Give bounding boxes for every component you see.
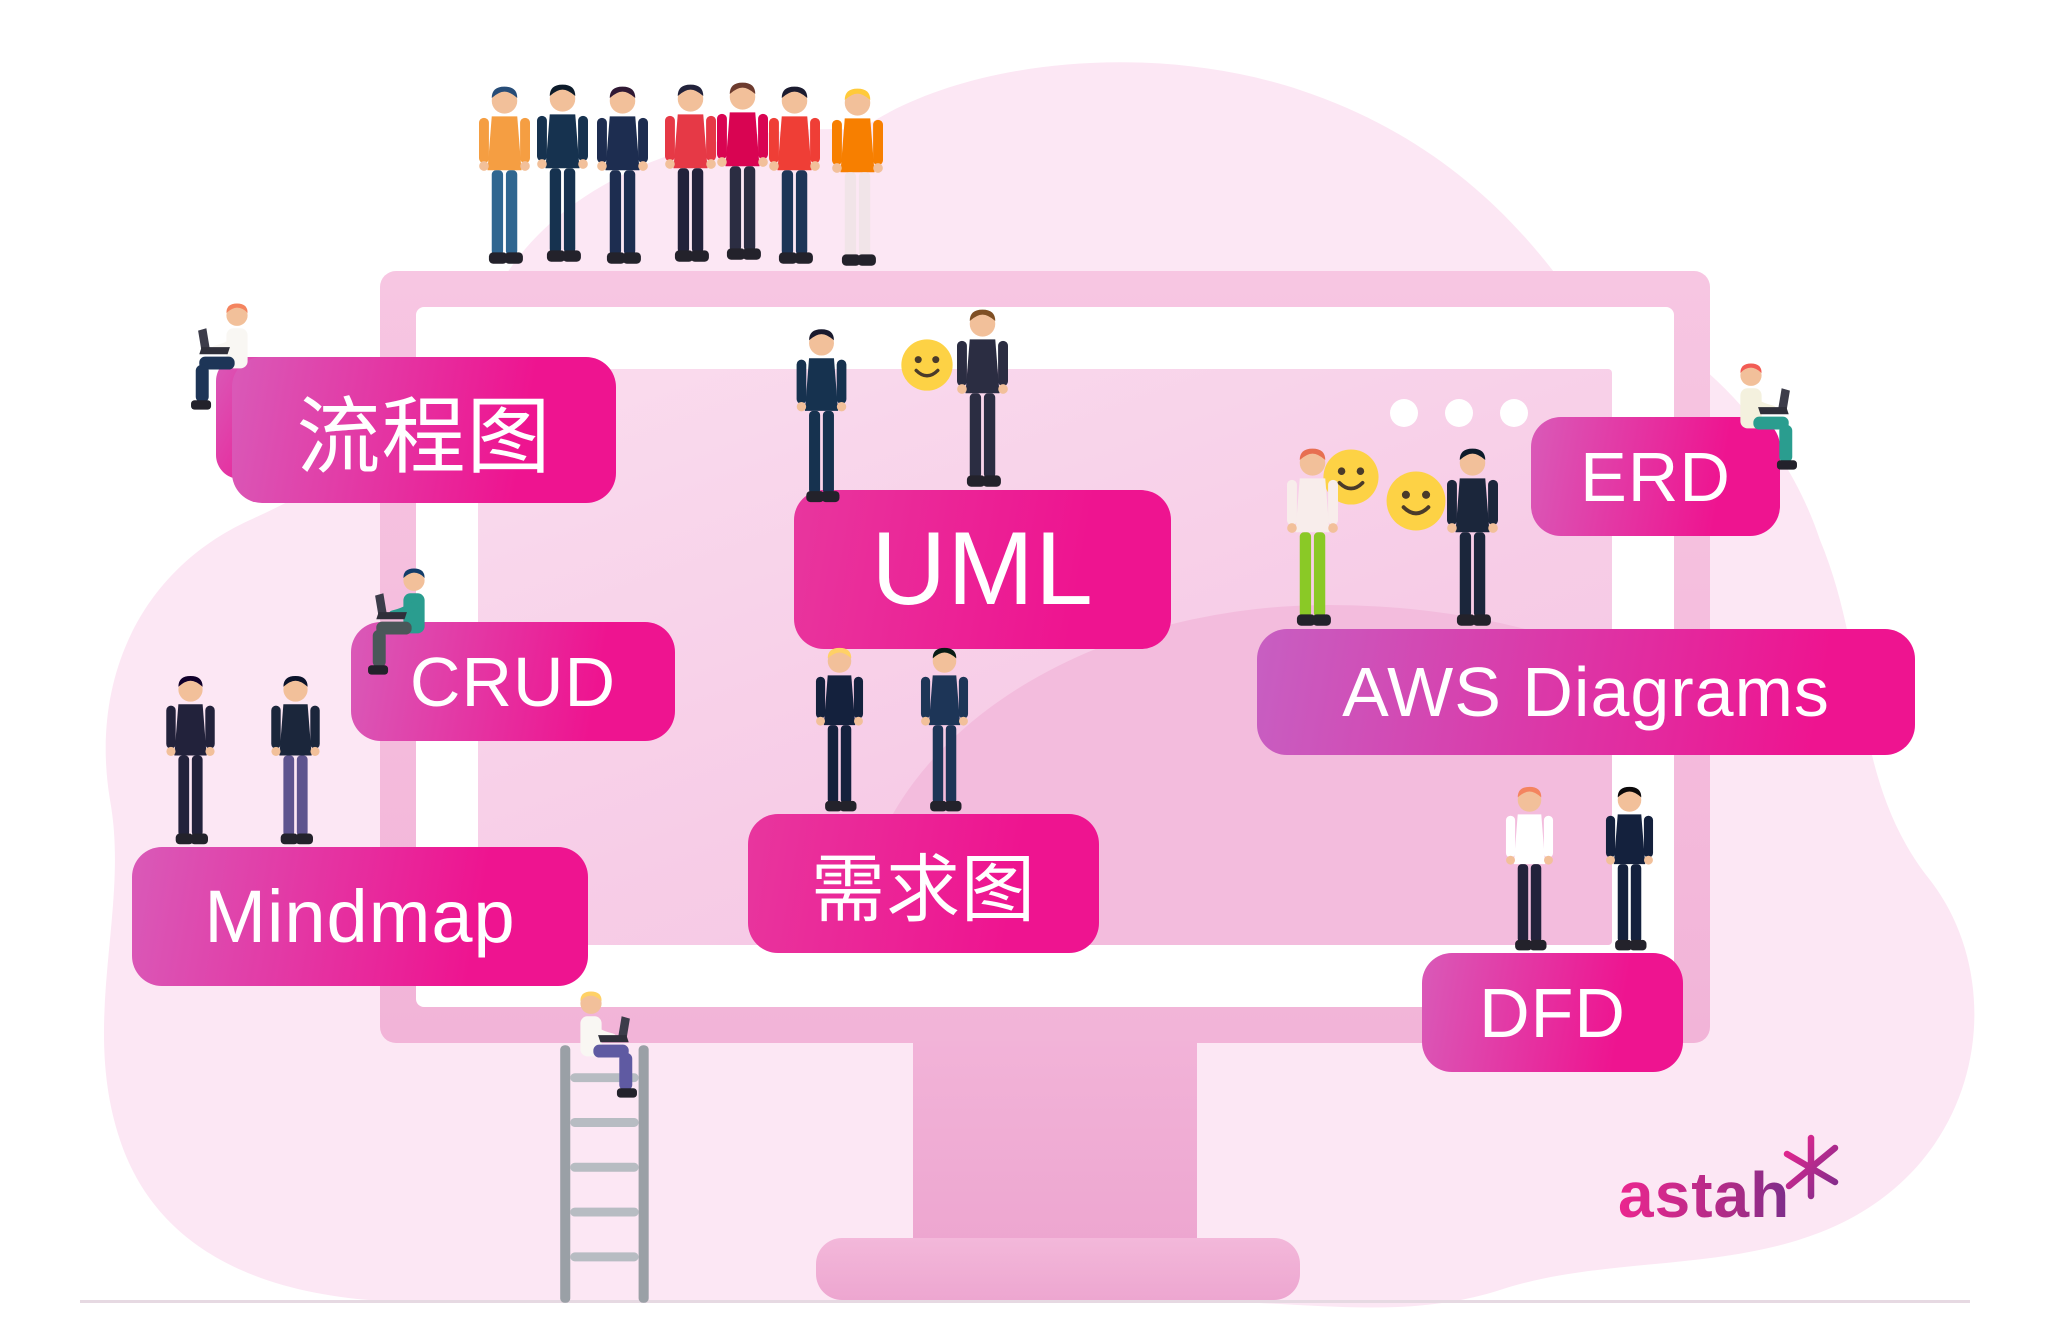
astah-logo: astah: [1618, 1134, 1846, 1232]
people-group-top: [479, 82, 883, 266]
person-flowchart-sitter: [191, 304, 248, 410]
label-aws-diagrams: AWS Diagrams: [1257, 629, 1915, 755]
astah-star-icon: [1783, 1134, 1839, 1200]
label-crud: CRUD: [351, 622, 675, 741]
person-illustration: [665, 84, 716, 262]
person-illustration: [957, 309, 1008, 487]
person-illustration: [537, 84, 588, 262]
person-uml-smiley: [900, 309, 1008, 487]
label-uml: UML: [794, 490, 1171, 649]
person-illustration: [597, 86, 648, 264]
person-illustration: [796, 329, 847, 503]
people-dfd-pair: [1505, 786, 1654, 951]
label-dfd: DFD: [1422, 953, 1683, 1072]
person-crud-sitter: [368, 569, 425, 675]
person-illustration: [479, 86, 530, 264]
person-illustration: [832, 88, 883, 266]
people-mindmap-pair: [166, 676, 320, 845]
astah-logo-text: astah: [1618, 1159, 1791, 1231]
person-illustration: [166, 676, 215, 845]
person-illustration: [1605, 786, 1654, 951]
window-dot: [1500, 399, 1528, 427]
person-illustration: [271, 676, 320, 845]
monitor-stand-base: [816, 1238, 1300, 1300]
label-flowchart: 流程图: [232, 357, 616, 503]
person-illustration: [1505, 786, 1554, 951]
person-illustration: [368, 569, 425, 675]
window-dot: [1390, 399, 1418, 427]
label-erd: ERD: [1531, 417, 1780, 536]
people-aws-pair: [1287, 448, 1498, 626]
window-dot: [1445, 399, 1473, 427]
person-illustration: [1740, 364, 1797, 470]
person-illustration: [717, 82, 768, 260]
person-illustration: [815, 647, 864, 812]
ground-line: [80, 1300, 1970, 1303]
person-illustration: [769, 86, 820, 264]
smiley-face-icon: [900, 338, 954, 392]
smiley-face-icon: [1385, 470, 1447, 532]
ladder-group: [560, 992, 649, 1303]
label-requirement: 需求图: [748, 814, 1099, 953]
person-illustration: [920, 647, 969, 812]
label-mindmap: Mindmap: [132, 847, 588, 986]
person-erd-sitter: [1740, 364, 1797, 470]
ladder-icon: [560, 1045, 649, 1303]
person-uml-climber: [796, 329, 847, 503]
person-illustration: [1447, 448, 1498, 626]
window-control-dots: [1390, 399, 1528, 427]
person-illustration: [191, 304, 248, 410]
monitor-stand-neck: [913, 1041, 1197, 1244]
people-requirement-pair: [815, 647, 969, 812]
